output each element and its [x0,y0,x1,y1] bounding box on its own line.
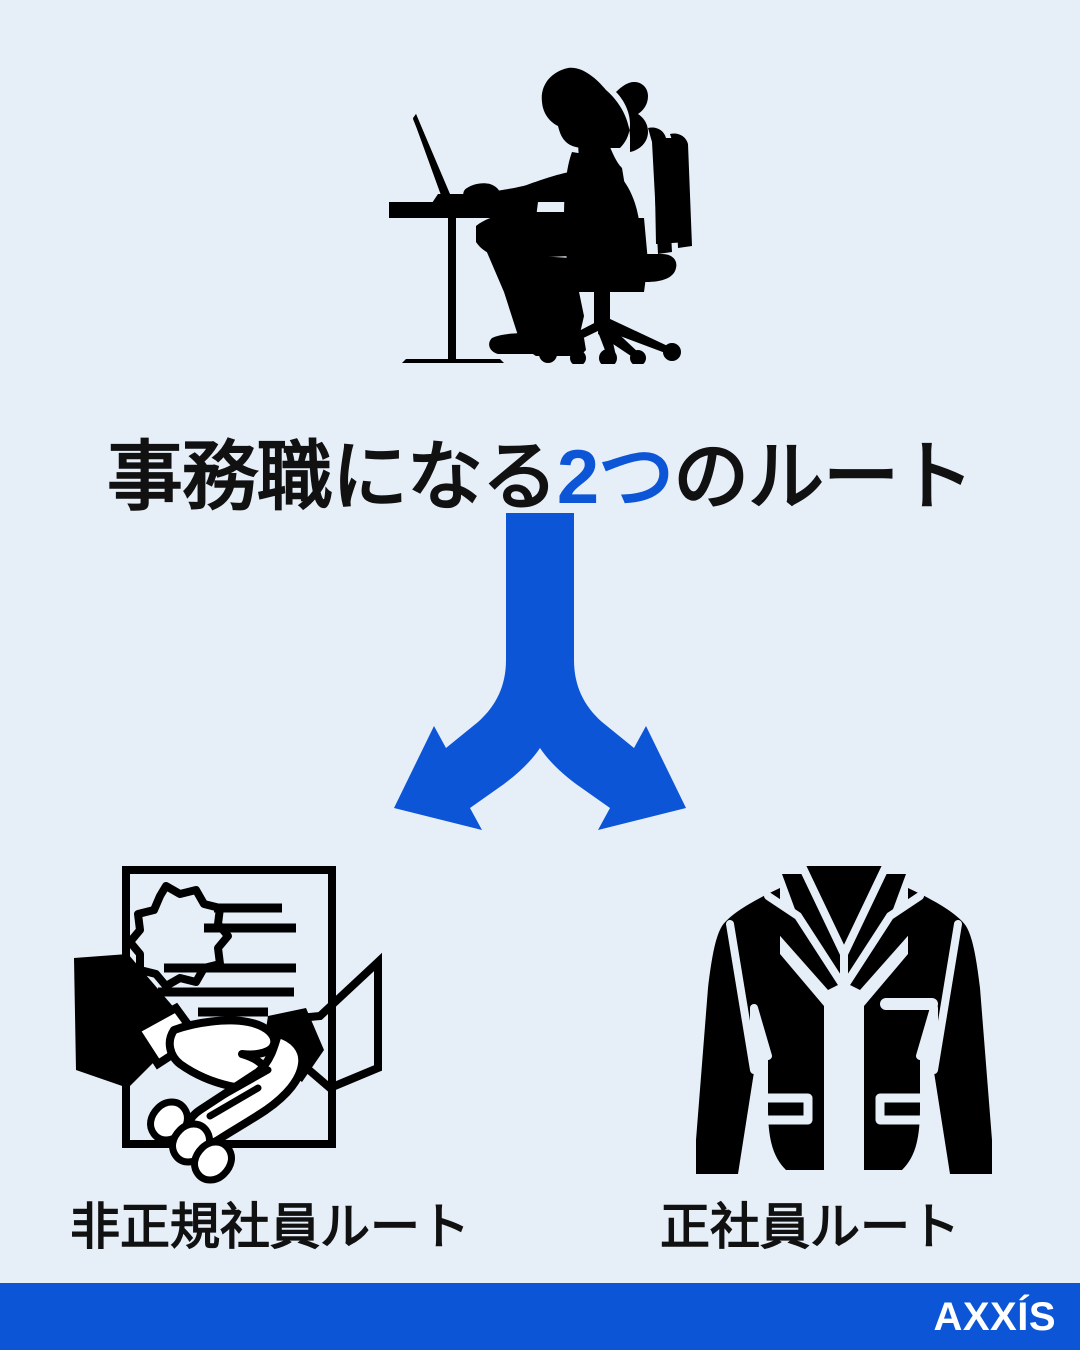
forked-arrow-icon [370,508,710,838]
page-title: 事務職になる2つのルート [0,435,1080,521]
route-label-regular: 正社員ルート [660,1199,960,1255]
handshake-contract-icon [62,858,398,1184]
woman-at-laptop-silhouette-icon [372,42,708,367]
title-accent: 2つ [556,434,674,520]
title-prefix: 事務職になる [106,434,558,520]
route-label-non-regular: 非正規社員ルート [70,1199,470,1255]
title-suffix: のルート [673,434,974,520]
brand-footer-bar: AXXÍS [0,1283,1080,1350]
suit-jacket-icon [694,858,994,1184]
brand-logo: AXXÍS [933,1294,1056,1339]
